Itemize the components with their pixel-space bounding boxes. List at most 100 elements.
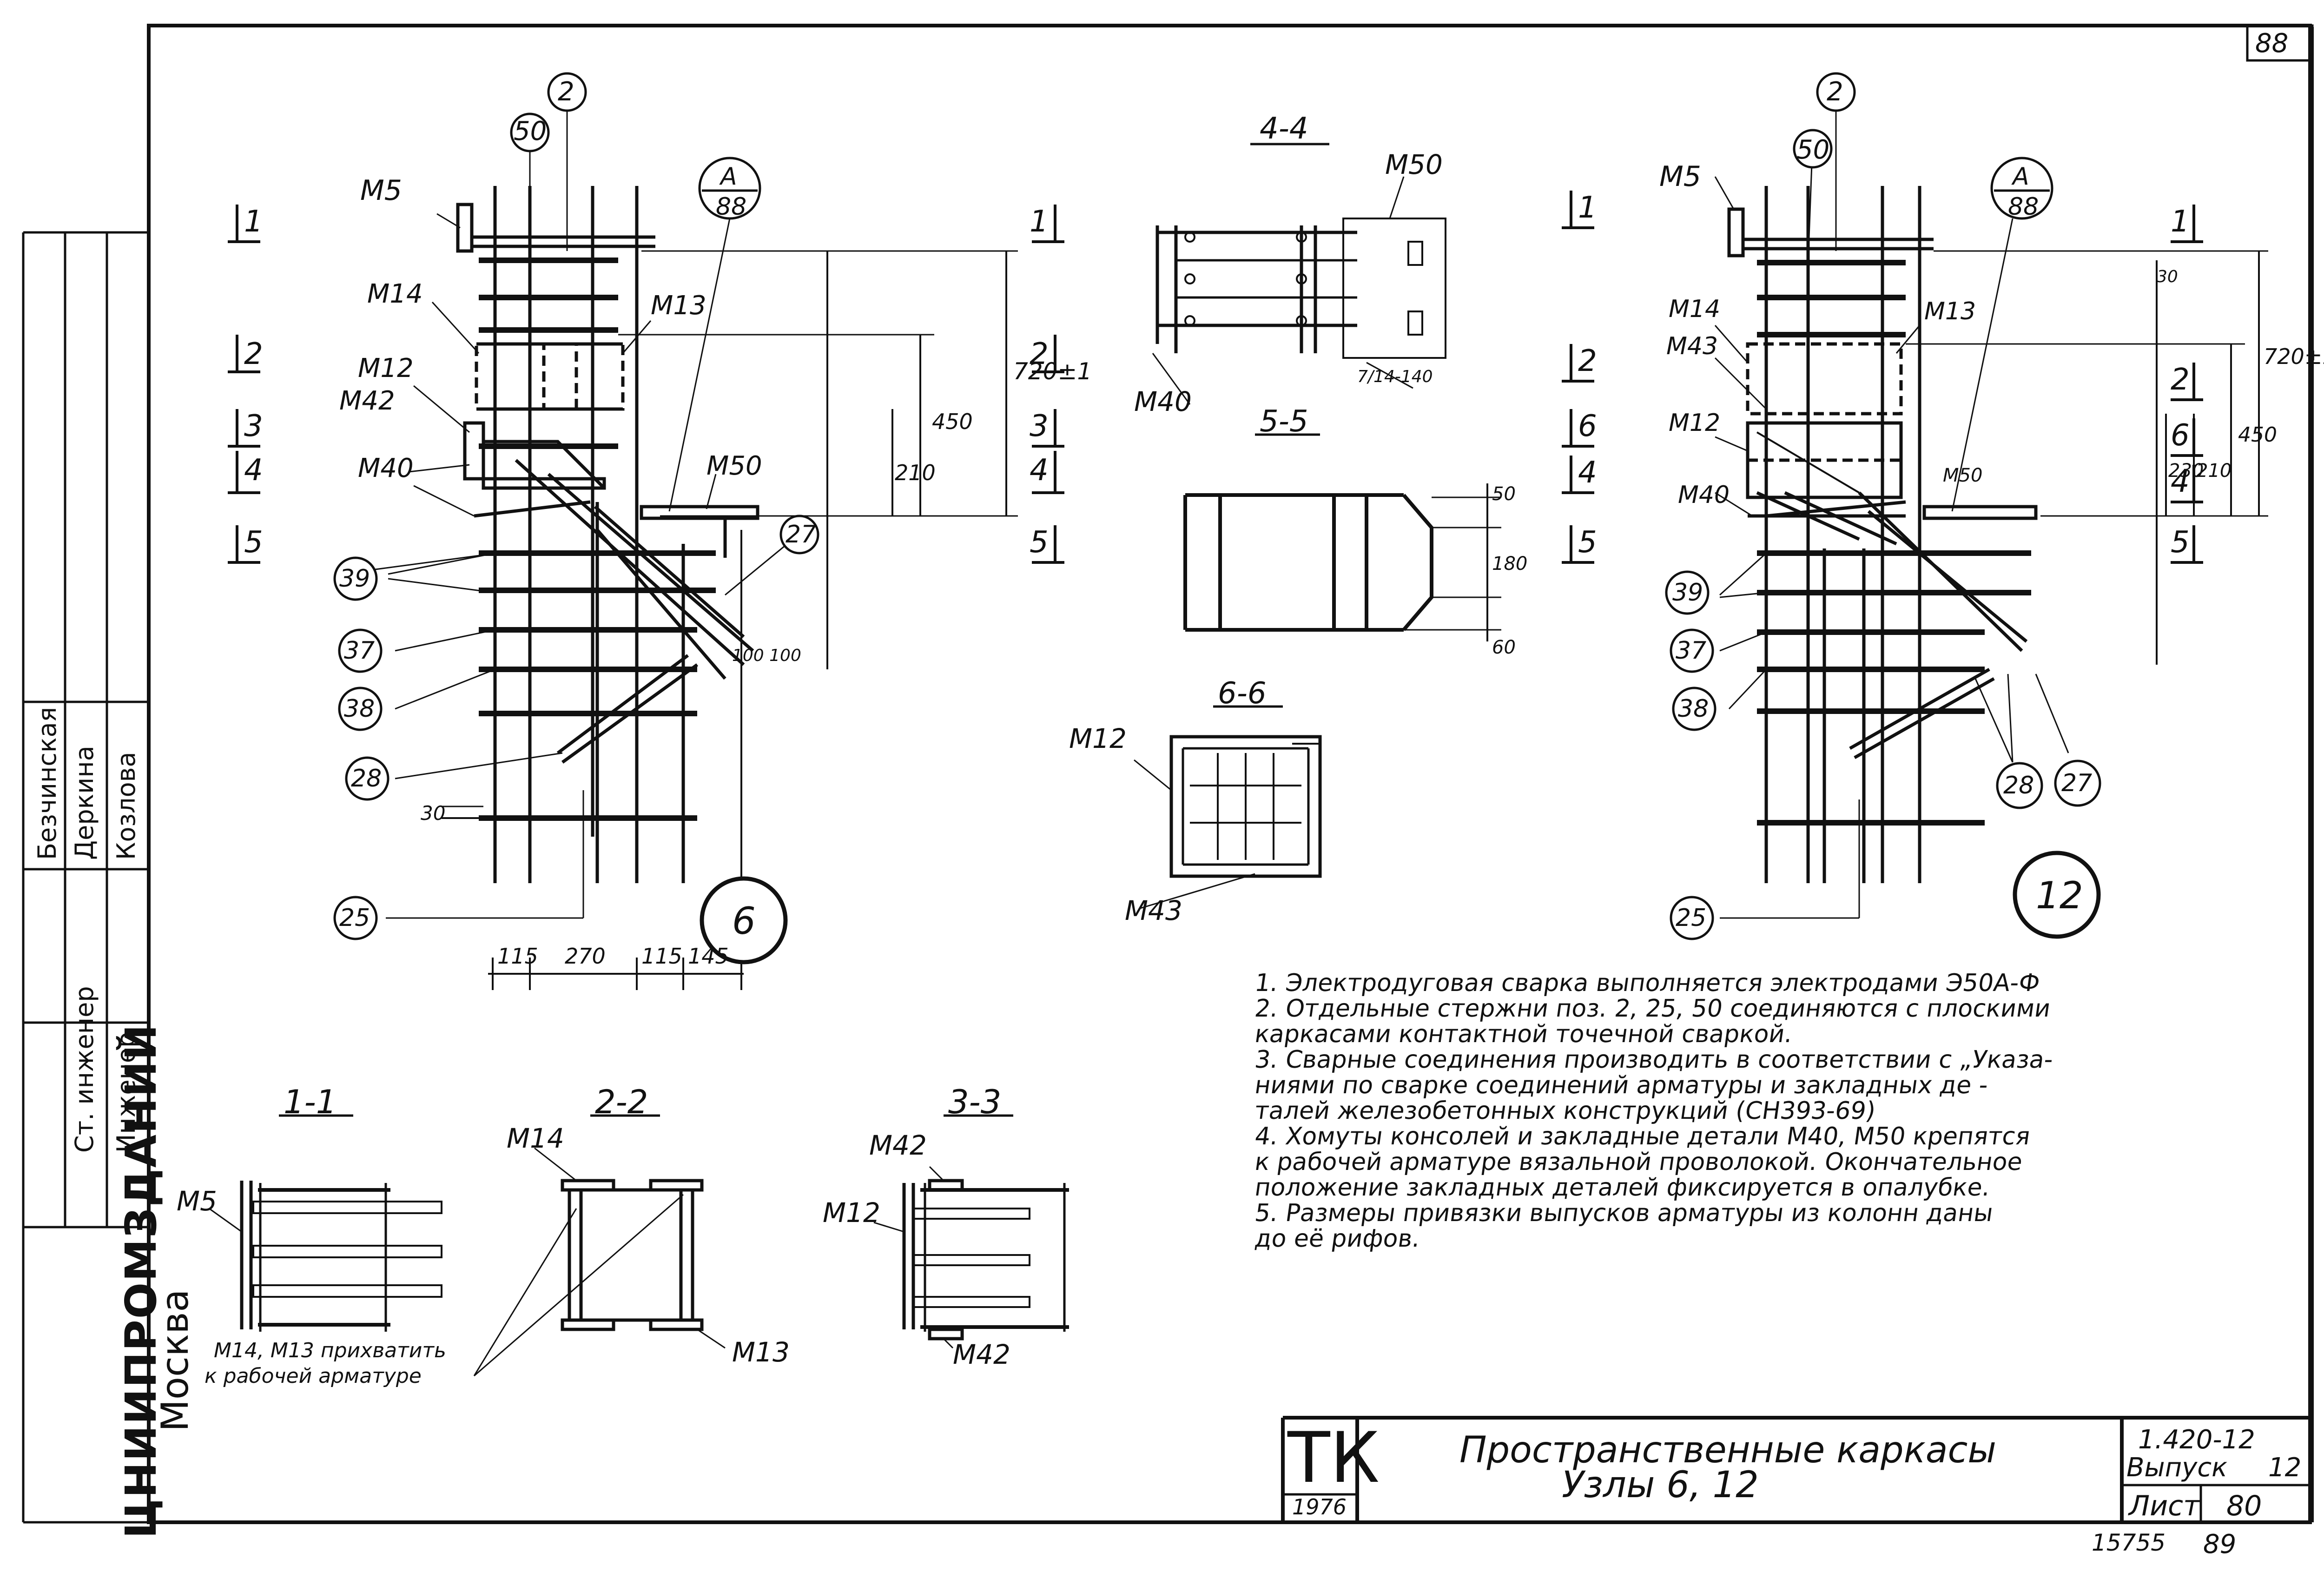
s44-m50: М50 xyxy=(1385,149,1443,180)
section-1-1-title: 1-1 xyxy=(284,1083,337,1121)
node-12-pos-28: 28 xyxy=(2003,772,2034,799)
node-6-part-m40: М40 xyxy=(358,453,414,483)
node-12-cut-6: 6 xyxy=(1578,409,1597,443)
node-6-callout-a: А xyxy=(720,163,737,191)
node-6-cut-2: 2 xyxy=(244,337,263,371)
node-12-part-m13: М13 xyxy=(1924,297,1976,325)
node-6-dim-100-100: 100 100 xyxy=(732,646,801,665)
s55-d50: 50 xyxy=(1492,483,1516,505)
node-12-pos-2: 2 xyxy=(1827,77,1843,107)
node-12-dim-30: 30 xyxy=(2157,267,2178,286)
node-6-part-m14: М14 xyxy=(367,279,423,309)
s22-note-1: М14, М13 прихватить xyxy=(214,1339,446,1362)
node-12-part-m14: М14 xyxy=(1669,295,1721,323)
node-12-rcut-5: 5 xyxy=(2171,525,2190,560)
node-12-cut-marks xyxy=(1562,191,2203,564)
note-line-5: ниями по сварке соединений арматуры и за… xyxy=(1253,1071,1990,1099)
s33-m42-bottom: М42 xyxy=(953,1339,1010,1370)
node-12-cut-2: 2 xyxy=(1578,344,1597,378)
s22-m14: М14 xyxy=(507,1123,564,1154)
node-6-rcut-5: 5 xyxy=(1030,525,1049,560)
node-6-pos-27: 27 xyxy=(786,521,817,548)
node-12-dim-720: 720±1 xyxy=(2264,344,2324,369)
sidebar-role-1: Ст. инженер xyxy=(70,986,99,1153)
node-6-pos-25: 25 xyxy=(339,904,370,932)
section-5-5-title: 5-5 xyxy=(1260,404,1308,439)
s55-d60: 60 xyxy=(1492,637,1516,658)
bottom-number-right: 89 xyxy=(2203,1529,2237,1559)
node-12-part-m5: М5 xyxy=(1659,160,1701,193)
node-12-part-m43: М43 xyxy=(1666,332,1718,360)
node-6-part-m13: М13 xyxy=(651,291,706,321)
section-3-3 xyxy=(873,1114,1069,1349)
node-12-part-m12: М12 xyxy=(1669,409,1721,437)
s33-m42-top: М42 xyxy=(869,1130,927,1161)
node-12-dim-450: 450 xyxy=(2238,423,2277,447)
note-line-8: к рабочей арматуре вязальной проволокой.… xyxy=(1253,1148,2025,1176)
node-12-cut-5: 5 xyxy=(1578,525,1597,560)
node-12-pos-50: 50 xyxy=(1796,135,1830,165)
note-line-7: 4. Хомуты консолей и закладные детали М4… xyxy=(1253,1123,2032,1150)
node-6-dim-270: 270 xyxy=(565,944,606,969)
node-6-dim-720: 720±1 xyxy=(1013,358,1092,385)
section-5-5 xyxy=(1183,433,1501,641)
node-6-pos-39: 39 xyxy=(339,565,370,593)
sidebar-top-text: Безчинская xyxy=(33,707,62,860)
node-12-dim-210: 210 xyxy=(2196,460,2232,482)
node-6-drawing xyxy=(357,107,1018,990)
node-6-dim-115b: 115 xyxy=(641,944,682,969)
section-2-2-title: 2-2 xyxy=(595,1083,648,1121)
s66-m12: М12 xyxy=(1069,723,1127,754)
note-line-3: каркасами контактной точечной сваркой. xyxy=(1253,1020,1795,1048)
s22-m13: М13 xyxy=(732,1336,790,1368)
tk-mark: ТК xyxy=(1287,1418,1380,1499)
node-12-rcut-6: 6 xyxy=(2171,418,2190,453)
s11-m5: М5 xyxy=(177,1185,217,1217)
node-6-dim-450: 450 xyxy=(932,409,973,434)
node-6-number: 6 xyxy=(732,899,756,943)
year: 1976 xyxy=(1292,1494,1347,1519)
node-6-circles xyxy=(333,72,819,964)
series-code: 1.420-12 xyxy=(2138,1425,2255,1455)
node-12-part-m40: М40 xyxy=(1678,481,1730,509)
node-12-cut-4: 4 xyxy=(1578,456,1597,490)
node-12-pos-27: 27 xyxy=(2061,769,2093,797)
node-12-part-m50: М50 xyxy=(1943,465,1983,486)
node-12-callout-a: А xyxy=(2013,163,2029,191)
node-6-cut-5: 5 xyxy=(244,525,263,560)
section-6-6 xyxy=(1134,705,1322,910)
node-12-pos-25: 25 xyxy=(1676,904,1707,932)
node-6-cut-3: 3 xyxy=(244,409,263,443)
section-4-4-dots xyxy=(1184,231,1423,336)
node-12-rcut-4: 4 xyxy=(2171,465,2190,499)
note-line-6: талей железобетонных конструкций (СН393-… xyxy=(1253,1097,1877,1125)
node-12-pos-37: 37 xyxy=(1676,637,1707,665)
node-12-cut-1: 1 xyxy=(1578,191,1597,225)
title-line-1: Пространственные каркасы xyxy=(1459,1429,1996,1471)
note-line-10: 5. Размеры привязки выпусков арматуры из… xyxy=(1253,1199,1995,1227)
s44-m40: М40 xyxy=(1134,386,1192,417)
node-12-callout-sheet: 88 xyxy=(2008,193,2039,221)
section-1-1 xyxy=(209,1114,442,1332)
note-line-4: 3. Сварные соединения производить в соот… xyxy=(1253,1046,2055,1074)
node-6-cut-4: 4 xyxy=(244,453,263,488)
sheet-frame xyxy=(147,24,2314,1524)
list-value: 80 xyxy=(2226,1490,2262,1522)
node-6-dim-145: 145 xyxy=(688,944,729,969)
section-4-4-title: 4-4 xyxy=(1260,112,1308,146)
node-6-rcut-4: 4 xyxy=(1030,453,1049,488)
sidebar-city: Москва xyxy=(153,1289,197,1432)
node-12-pos-39: 39 xyxy=(1672,579,1703,607)
node-6-callout-sheet: 88 xyxy=(716,193,747,221)
note-line-9: положение закладных деталей фиксируется … xyxy=(1253,1174,1992,1202)
section-4-4 xyxy=(1152,143,1446,405)
node-6-cut-marks xyxy=(228,205,1064,564)
node-12-pos-38: 38 xyxy=(1678,695,1709,723)
node-12-rcut-2: 2 xyxy=(2171,363,2190,397)
node-6-rcut-3: 3 xyxy=(1030,409,1049,443)
sidebar-name-2: Козлова xyxy=(112,752,141,860)
node-6-rcut-2: 2 xyxy=(1030,337,1049,371)
node-12-circles xyxy=(1665,72,2101,940)
node-6-pos-50: 50 xyxy=(514,116,547,146)
node-6-pos-38: 38 xyxy=(344,695,375,723)
